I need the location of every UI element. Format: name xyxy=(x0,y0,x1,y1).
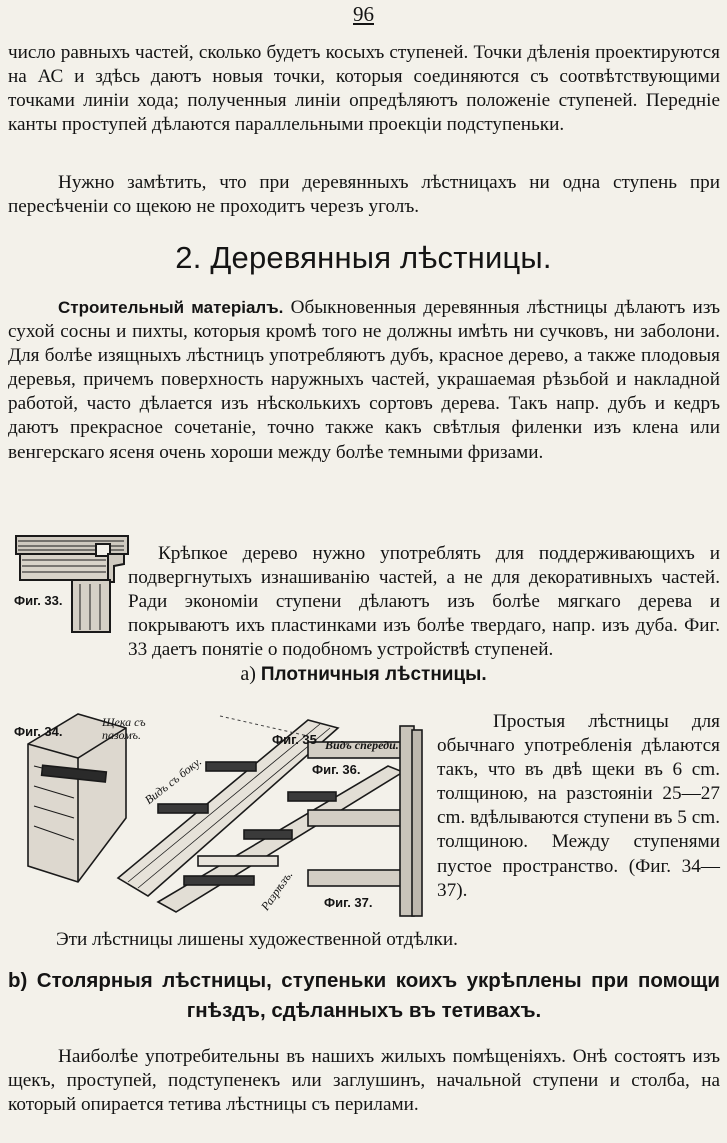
figure-36-caption: Фиг. 36. xyxy=(312,762,361,777)
figure-33-drawing xyxy=(15,535,129,633)
paragraph-wooden-note: Нужно замѣтить, что при деревянныхъ лѣст… xyxy=(8,172,720,218)
figure-33-caption: Фиг. 33. xyxy=(14,593,63,608)
figure-37-caption: Фиг. 37. xyxy=(324,895,373,910)
subsection-b-line1: b) Столярныя лѣстницы, ступеньки коихъ у… xyxy=(8,969,720,992)
paragraph-building-material: Строительный матеріалъ. Обыкновенныя дер… xyxy=(8,296,720,465)
subsection-a-prefix: а) xyxy=(240,663,256,685)
material-lead-label: Строительный матеріалъ. xyxy=(58,298,284,317)
figure-34-caption: Фиг. 34. xyxy=(14,724,63,739)
paragraph-simple-stairs: Простыя лѣстницы для обычнаго употреблен… xyxy=(437,711,720,901)
subsection-b-heading: b) Столярныя лѣстницы, ступеньки коихъ у… xyxy=(8,966,720,1026)
paragraph-stair-division: число равныхъ частей, сколько будетъ кос… xyxy=(8,42,720,136)
subsection-b-line2: гнѣздъ, сдѣланныхъ въ тетивахъ. xyxy=(186,999,542,1022)
section-heading-wooden-stairs: 2. Деревянныя лѣстницы. xyxy=(175,240,552,275)
paragraph-joinery-stairs: Наиболѣе употребительны въ нашихъ жилыхъ… xyxy=(8,1046,720,1116)
figure-label-front-view: Видъ спереди. xyxy=(325,738,399,752)
figures-34-37-drawing xyxy=(27,713,423,917)
figure-35-caption: Фиг. 35 xyxy=(272,732,317,747)
page-number: 96 xyxy=(353,2,374,26)
subsection-a-heading: а) Плотничныя лѣстницы. xyxy=(0,663,727,686)
paragraph-no-decoration: Эти лѣстницы лишены художественной отдѣл… xyxy=(56,929,458,950)
subsection-a-title: Плотничныя лѣстницы. xyxy=(260,664,487,685)
figure-label-stringer-groove: Щека съ пазомъ. xyxy=(102,715,146,742)
material-text: Обыкновенныя деревянныя лѣстницы дѣлаютъ… xyxy=(8,297,720,463)
paragraph-hard-wood: Крѣпкое дерево нужно употреблять для под… xyxy=(128,543,720,661)
